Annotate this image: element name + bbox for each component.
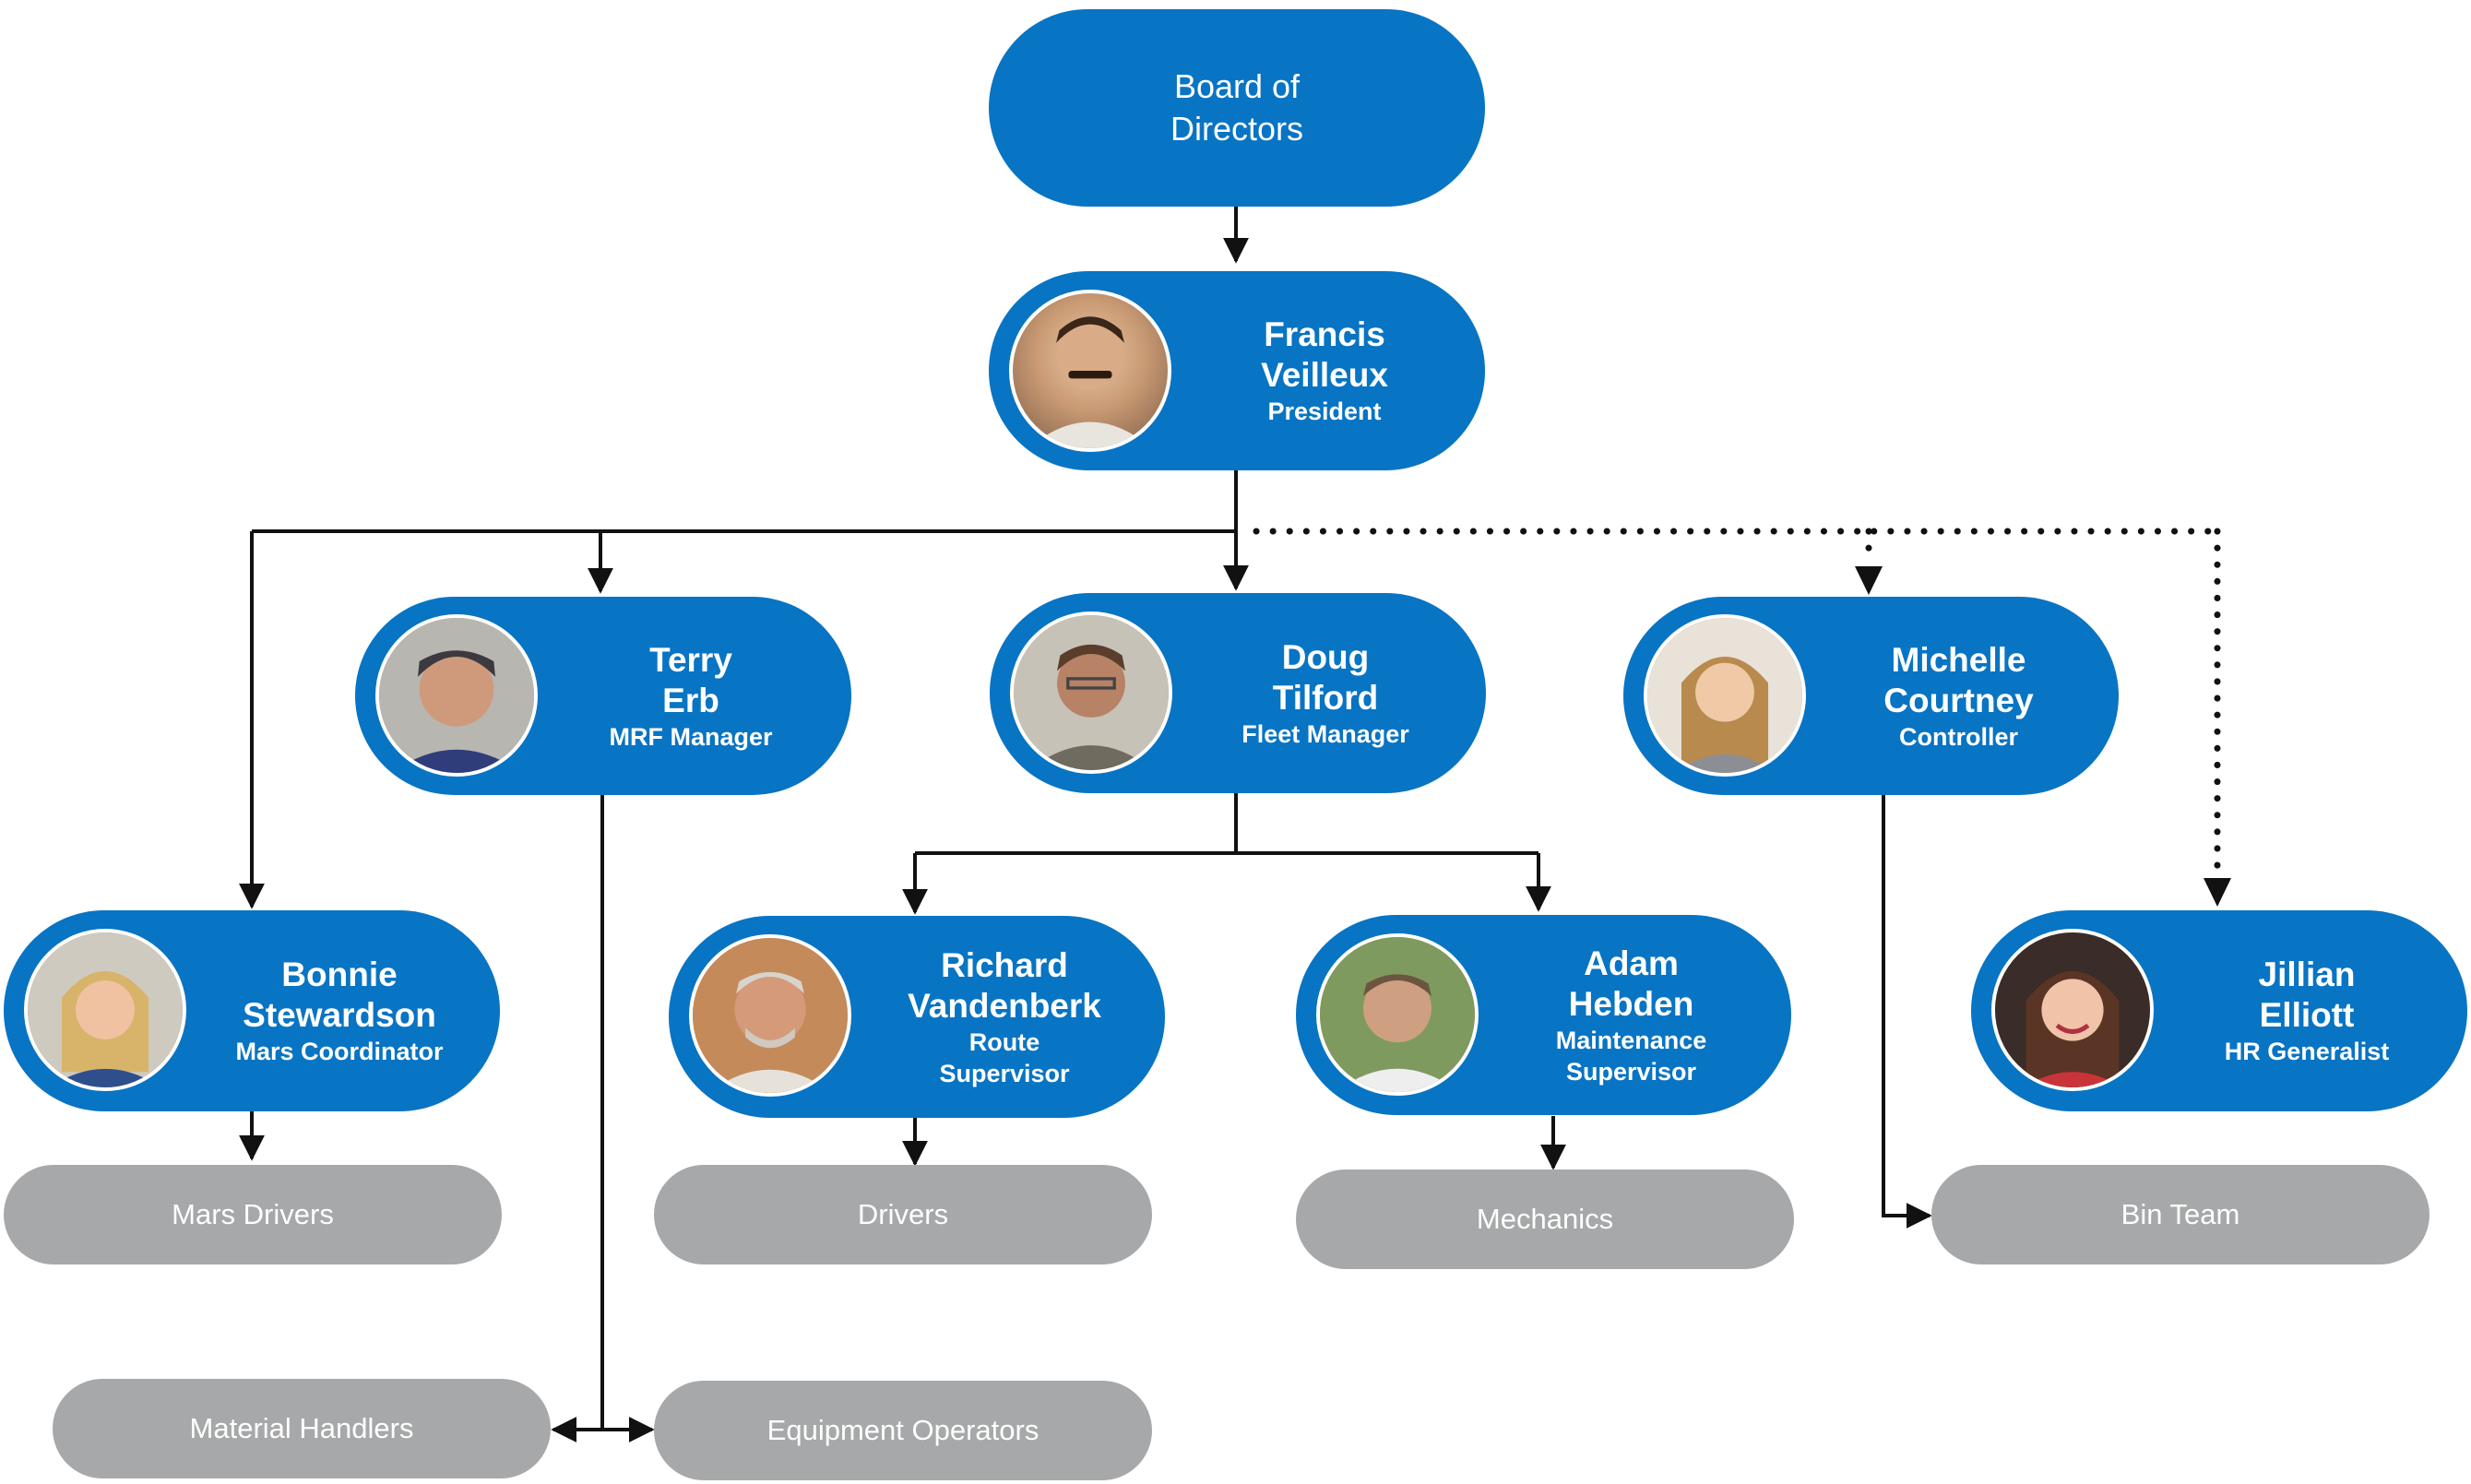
person-name: Jillian Elliott [2258,956,2356,1034]
jillian-info: Jillian Elliott HR Generalist [2156,910,2458,1111]
person-role: MRF Manager [609,722,773,751]
dotted-arrowhead-michelle [1855,566,1883,595]
person-name: Doug Tilford [1272,637,1379,717]
person-role: Mars Coordinator [235,1038,444,1065]
dotted-arrowhead-jillian [2204,878,2231,907]
avatar [1009,290,1171,452]
avatar [1644,614,1806,777]
jillian-elliott-node: Jillian Elliott HR Generalist [1971,910,2467,1111]
team-drivers: Drivers [654,1165,1152,1264]
adam-hebden-node: Adam Hebden Maintenance Supervisor [1296,915,1791,1115]
person-role: Controller [1898,722,2018,751]
team-material-handlers: Material Handlers [53,1379,551,1478]
terry-erb-node: Terry Erb MRF Manager [355,597,851,795]
team-mechanics: Mechanics [1296,1169,1794,1269]
terry-info: Terry Erb MRF Manager [540,597,842,795]
richard-vandenberk-node: Richard Vandenberk Route Supervisor [669,916,1165,1118]
team-mars-drivers: Mars Drivers [4,1165,502,1264]
avatar [1010,611,1172,774]
michelle-info: Michelle Courtney Controller [1808,597,2109,795]
person-role: Route Supervisor [939,1027,1070,1087]
person-name: Michelle Courtney [1883,640,2034,719]
person-name: Adam Hebden [1568,944,1694,1023]
person-name: Bonnie Stewardson [243,956,436,1034]
francis-veilleux-node: Francis Veilleux President [989,271,1485,470]
board-label: Board of Directors [1170,67,1304,148]
person-name: Terry Erb [649,640,732,719]
richard-info: Richard Vandenberk Route Supervisor [853,916,1156,1118]
doug-info: Doug Tilford Fleet Manager [1174,593,1477,793]
link-michelle-bin-team [1882,795,1932,1229]
avatar [1991,929,2154,1091]
adam-info: Adam Hebden Maintenance Supervisor [1480,915,1782,1115]
avatar [1316,933,1479,1096]
person-role: HR Generalist [2224,1038,2390,1065]
person-role: Fleet Manager [1241,719,1409,748]
avatar [375,614,538,777]
michelle-courtney-node: Michelle Courtney Controller [1623,597,2119,795]
bonnie-stewardson-node: Bonnie Stewardson Mars Coordinator [4,910,500,1111]
team-bin-team: Bin Team [1931,1165,2429,1264]
francis-info: Francis Veilleux President [1173,271,1476,470]
person-name: Francis Veilleux [1261,315,1388,394]
person-name: Richard Vandenberk [908,945,1101,1025]
avatar [689,934,851,1097]
bonnie-info: Bonnie Stewardson Mars Coordinator [188,910,491,1111]
person-role: President [1267,398,1382,425]
doug-tilford-node: Doug Tilford Fleet Manager [990,593,1486,793]
avatar [24,929,186,1091]
team-equipment-operators: Equipment Operators [654,1381,1152,1480]
person-role: Maintenance Supervisor [1555,1026,1707,1086]
board-of-directors-node: Board of Directors [989,9,1485,207]
